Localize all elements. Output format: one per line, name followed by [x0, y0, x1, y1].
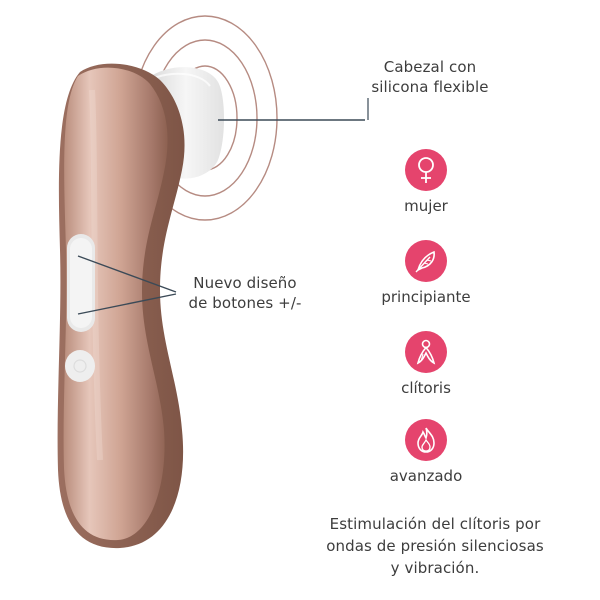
clitoris-icon	[416, 339, 436, 365]
feature-badge	[405, 419, 447, 461]
description-line2: ondas de presión silenciosas	[326, 537, 544, 555]
feather-icon	[415, 250, 435, 273]
feature-avanzado: avanzado	[366, 419, 486, 485]
feature-badge	[405, 240, 447, 282]
buttons-callout-line1: Nuevo diseño	[193, 274, 297, 292]
buttons-callout: Nuevo diseño de botones +/-	[180, 273, 310, 313]
feature-label: avanzado	[389, 467, 463, 485]
leader-lines	[77, 98, 369, 315]
feature-badge	[405, 149, 447, 191]
flame-icon	[417, 427, 435, 453]
feature-badge	[405, 331, 447, 373]
product-description: Estimulación del clítoris por ondas de p…	[290, 513, 580, 579]
feature-label: mujer	[404, 197, 448, 215]
plus-minus-buttons	[67, 234, 95, 332]
feature-principiante: principiante	[366, 240, 486, 306]
power-button	[65, 350, 95, 382]
description-line1: Estimulación del clítoris por	[329, 515, 541, 533]
head-callout-line1: Cabezal con	[383, 58, 477, 76]
description-line3: y vibración.	[390, 559, 480, 577]
buttons-callout-line2: de botones +/-	[188, 294, 302, 312]
feature-clitoris: clítoris	[366, 331, 486, 397]
head-callout: Cabezal con silicona flexible	[350, 57, 510, 97]
feature-mujer: mujer	[366, 149, 486, 215]
head-callout-line2: silicona flexible	[371, 78, 489, 96]
female-symbol-icon	[418, 157, 434, 183]
feature-label: clítoris	[401, 379, 451, 397]
feature-label: principiante	[381, 288, 471, 306]
